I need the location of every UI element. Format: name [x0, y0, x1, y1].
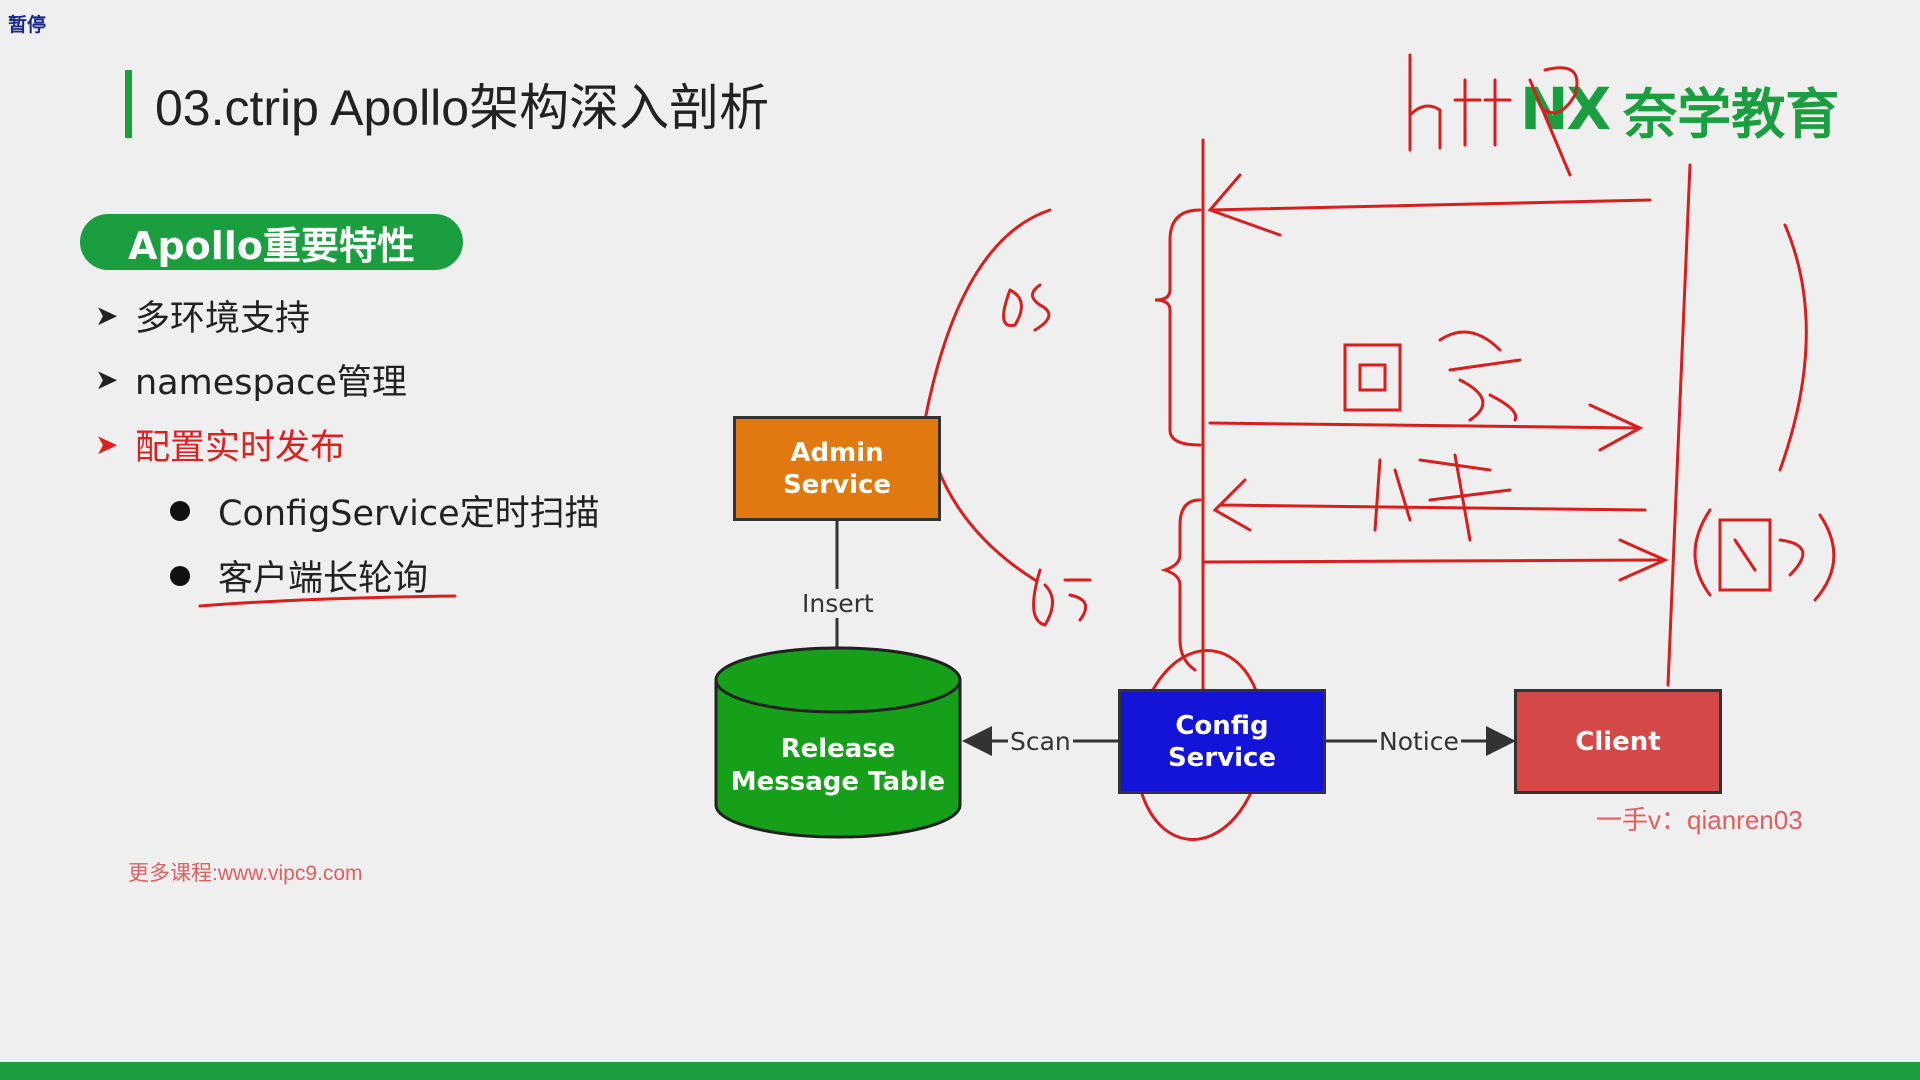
notice-label: Notice — [1377, 727, 1461, 756]
sub-bullet-label: 客户端长轮询 — [218, 559, 429, 599]
bullet-label: namespace管理 — [135, 363, 407, 403]
watermark-right: 一手v：qianren03 — [1596, 805, 1803, 835]
bullet-item: ➤ 多环境支持 — [95, 290, 310, 341]
bullet-arrow-icon: ➤ — [95, 363, 119, 396]
timing-arc — [923, 208, 1052, 582]
lower-brace — [1160, 498, 1202, 672]
handwritten-annotations — [198, 53, 1836, 841]
feature-pill: Apollo重要特性 — [80, 214, 463, 270]
chinese-fu-scribble — [1438, 330, 1522, 422]
insert-label: Insert — [800, 589, 876, 618]
sub-bullet-item: ConfigService定时扫描 — [170, 485, 600, 536]
middle-forward-arrow — [1208, 403, 1644, 452]
title-accent-bar — [125, 70, 132, 138]
bullet-dot-icon — [170, 565, 190, 586]
brand-logo: NX 奈学教育 — [1520, 74, 1839, 146]
pause-label[interactable]: 暂停 — [8, 14, 47, 36]
bullet-arrow-icon: ➤ — [95, 428, 119, 461]
bullet-arrow-icon: ➤ — [95, 299, 119, 332]
bullet-item: ➤ namespace管理 — [95, 354, 407, 405]
bullet-label: 多环境支持 — [135, 299, 311, 339]
client-box: Client — [1514, 689, 1722, 794]
scan-label: Scan — [1008, 727, 1073, 756]
bullet-label: 配置实时发布 — [135, 428, 346, 468]
watermark-left: 更多课程:www.vipc9.com — [128, 862, 363, 885]
top-return-arrow — [1207, 173, 1652, 237]
underline-stroke — [198, 594, 457, 608]
sixty-seconds-upper — [1002, 283, 1051, 332]
lower-return-arrow — [1212, 478, 1647, 532]
bottom-progress-strip — [0, 1062, 1920, 1080]
chinese-hui-scribble — [1343, 343, 1402, 412]
release-table-cylinder — [714, 646, 962, 839]
logo-text: 奈学教育 — [1623, 82, 1840, 146]
bullet-dot-icon — [170, 500, 190, 521]
sub-bullet-item: 客户端长轮询 — [170, 550, 428, 601]
handwritten-lower-chars — [1373, 453, 1512, 542]
http-scribble — [1408, 53, 1579, 177]
bullet-item-active: ➤ 配置实时发布 — [95, 419, 345, 470]
sub-bullet-label: ConfigService定时扫描 — [218, 494, 600, 534]
right-arc — [1778, 223, 1808, 472]
upper-brace — [1154, 208, 1202, 447]
lower-forward-arrow — [1203, 538, 1669, 582]
sixty-seconds-lower — [1032, 568, 1092, 627]
paren-annotation — [1693, 508, 1836, 602]
right-vertical-line — [1666, 163, 1692, 687]
slide-title: 03.ctrip Apollo架构深入剖析 — [155, 80, 770, 136]
